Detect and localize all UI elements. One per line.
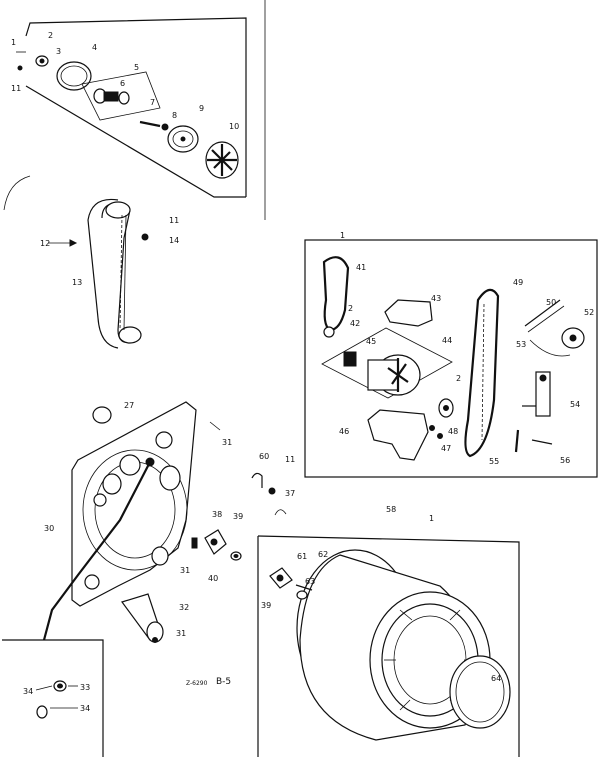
label-top-11: 11 xyxy=(11,84,21,93)
label-motor-45: 45 xyxy=(366,337,376,346)
label-top-2: 2 xyxy=(48,31,53,40)
motor-panel xyxy=(304,239,598,478)
label-top-1: 1 xyxy=(11,38,16,47)
label-motor-49: 49 xyxy=(513,278,523,287)
label-inset-33: 33 xyxy=(80,683,90,692)
label-top-10: 10 xyxy=(229,122,239,131)
label-motor-55: 55 xyxy=(489,457,499,466)
label-bulkhead-31a: 31 xyxy=(222,438,232,447)
label-motor-41: 41 xyxy=(356,263,366,272)
reference-arc xyxy=(3,175,31,211)
top-panel xyxy=(16,17,247,198)
label-duct-14: 14 xyxy=(169,236,179,245)
label-motor-42: 42 xyxy=(350,319,360,328)
label-bulkhead-32: 32 xyxy=(179,603,189,612)
label-top-3: 3 xyxy=(56,47,61,56)
label-bulkhead-40: 40 xyxy=(208,574,218,583)
label-motor-48: 48 xyxy=(448,427,458,436)
bulkhead xyxy=(42,401,276,643)
label-bulkhead-39: 39 xyxy=(233,512,243,521)
label-bulkhead-37: 37 xyxy=(285,489,295,498)
label-motor-46: 46 xyxy=(339,427,349,436)
footer-page: B-5 xyxy=(216,677,231,687)
label-motor-43: 43 xyxy=(431,294,441,303)
label-motor-2b: 2 xyxy=(456,374,461,383)
label-drum-63: 63 xyxy=(305,577,315,586)
label-drum-62: 62 xyxy=(318,550,328,559)
label-motor-54: 54 xyxy=(570,400,580,409)
label-motor-47: 47 xyxy=(441,444,451,453)
label-motor-56: 56 xyxy=(560,456,570,465)
label-motor-2: 2 xyxy=(348,304,353,313)
drum-labels: 1 39 58 61 62 63 64 xyxy=(261,505,501,683)
label-bulkhead-27: 27 xyxy=(124,401,134,410)
label-duct-12: 12 xyxy=(40,239,50,248)
bulkhead-labels: 27 30 31 31 31 32 37 38 39 40 60 11 xyxy=(44,401,295,638)
duct-labels: 11 12 13 14 xyxy=(40,216,179,287)
label-top-7: 7 xyxy=(150,98,155,107)
label-motor-44: 44 xyxy=(442,336,452,345)
inset-panel xyxy=(2,639,104,757)
motor-panel-labels: 1 2 41 42 43 44 45 46 47 48 49 50 52 53 … xyxy=(339,231,594,466)
label-bulkhead-60: 60 xyxy=(259,452,269,461)
label-top-6: 6 xyxy=(120,79,125,88)
label-duct-13: 13 xyxy=(72,278,82,287)
label-motor-53: 53 xyxy=(516,340,526,349)
top-panel-labels: 1 2 3 4 5 6 7 8 9 10 11 xyxy=(11,31,239,131)
inset-labels: 34 33 34 xyxy=(23,683,90,713)
label-drum-39: 39 xyxy=(261,601,271,610)
label-top-9: 9 xyxy=(199,104,204,113)
label-top-5: 5 xyxy=(134,63,139,72)
label-bulkhead-31c: 31 xyxy=(176,629,186,638)
label-duct-11: 11 xyxy=(169,216,179,225)
label-drum-58: 58 xyxy=(386,505,396,514)
exhaust-duct xyxy=(48,198,149,349)
label-drum-64: 64 xyxy=(491,674,501,683)
label-bulkhead-31b: 31 xyxy=(180,566,190,575)
label-inset-34b: 34 xyxy=(80,704,90,713)
drum-panel xyxy=(257,509,520,757)
label-motor-50: 50 xyxy=(546,298,556,307)
label-top-8: 8 xyxy=(172,111,177,120)
label-bulkhead-38: 38 xyxy=(212,510,222,519)
label-drum-1: 1 xyxy=(429,514,434,523)
label-motor-52: 52 xyxy=(584,308,594,317)
label-bulkhead-11: 11 xyxy=(285,455,295,464)
label-motor-1: 1 xyxy=(340,231,345,240)
label-bulkhead-30: 30 xyxy=(44,524,54,533)
label-inset-34a: 34 xyxy=(23,687,33,696)
footer-code: Z-6290 xyxy=(186,680,208,687)
label-drum-61: 61 xyxy=(297,552,307,561)
label-top-4: 4 xyxy=(92,43,97,52)
